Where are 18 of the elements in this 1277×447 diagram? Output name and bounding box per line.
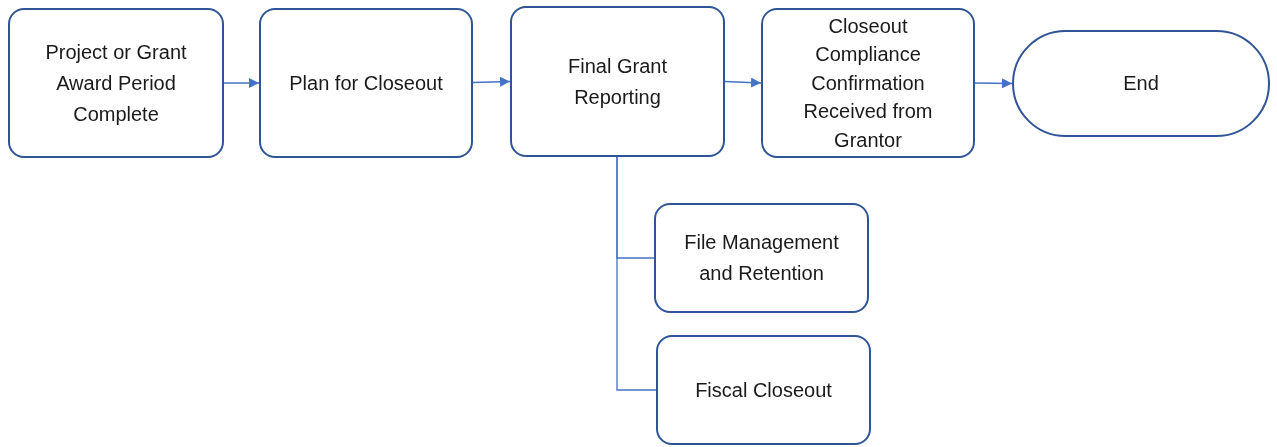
arrow <box>974 78 1013 89</box>
process-box <box>656 335 871 445</box>
node-label: Plan for Closeout <box>289 70 443 96</box>
arrow <box>223 78 260 88</box>
node-label: Closeout Compliance Confirmation Received from Grantor <box>802 14 934 153</box>
connector-line <box>616 156 657 391</box>
node-label: Final Grant Reporting <box>567 53 668 110</box>
process-box <box>259 8 473 158</box>
node-label: Project or Grant Award Period Complete <box>44 39 188 127</box>
arrow <box>472 76 511 87</box>
arrow <box>724 77 762 88</box>
process-box <box>761 8 975 158</box>
process-box <box>654 203 869 313</box>
node-label: Fiscal Closeout <box>695 377 832 403</box>
process-box <box>510 6 725 157</box>
node-label: File Management and Retention <box>683 230 840 286</box>
process-box <box>8 8 224 158</box>
node-label: End <box>1123 71 1159 96</box>
